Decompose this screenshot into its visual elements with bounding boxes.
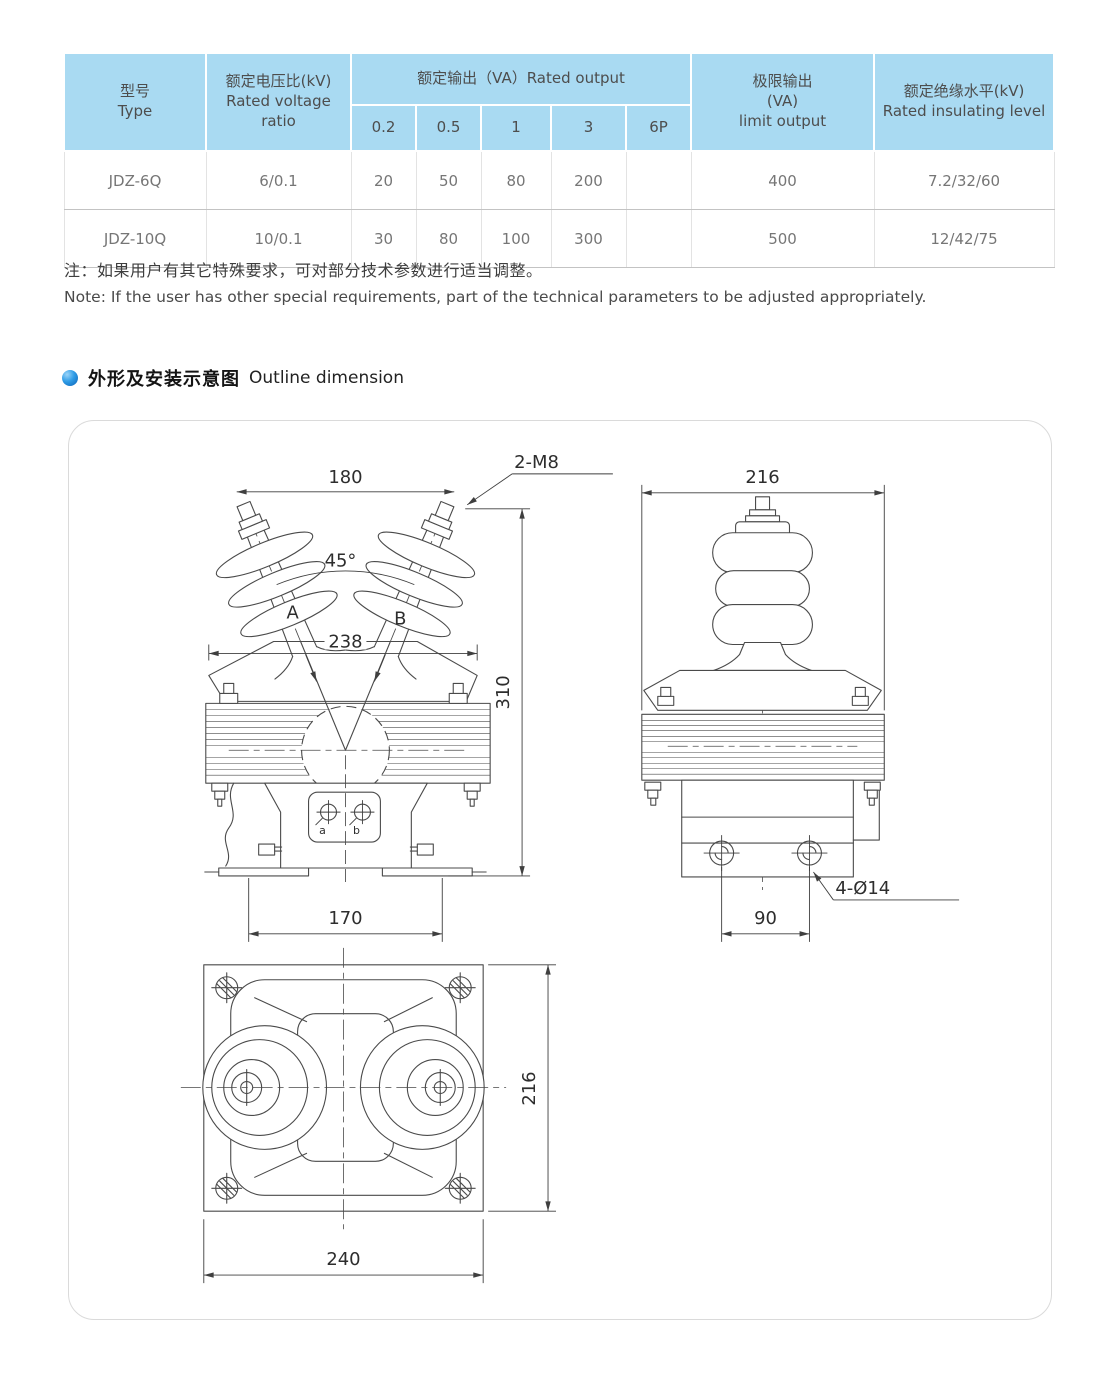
cell-out-1: 80	[480, 150, 552, 210]
terminal-a-label: A	[286, 603, 299, 624]
header-limit-output: 极限输出 (VA) limit output	[690, 52, 876, 152]
header-ratio-zh: 额定电压比(kV)	[225, 72, 332, 91]
cell-out-02: 20	[350, 150, 417, 210]
dim-terminal-spacing: 180	[328, 467, 362, 488]
header-class-6p: 6P	[624, 104, 693, 152]
cell-out-05: 50	[415, 150, 482, 210]
cell-ratio: 10/0.1	[205, 209, 352, 268]
dim-top-width: 238	[328, 631, 362, 652]
outline-drawing-svg: a b 180 2-M8 45°	[180, 452, 960, 1284]
dim-bottom-depth: 216	[519, 1071, 540, 1105]
section-title-en: Outline dimension	[249, 368, 404, 388]
header-limit-unit: (VA)	[766, 92, 799, 111]
dim-bottom-width: 240	[326, 1249, 360, 1270]
cell-type: JDZ-10Q	[63, 209, 207, 268]
header-class-05: 0.5	[415, 104, 482, 152]
terminal-b-label: B	[394, 609, 406, 630]
lv-terminal-a-label: a	[319, 824, 326, 837]
spec-table: 型号 Type 额定电压比(kV) Rated voltage ratio 额定…	[63, 52, 1056, 268]
cell-ratio: 6/0.1	[205, 150, 352, 210]
header-insulation: 额定绝缘水平(kV) Rated insulating level	[873, 52, 1056, 152]
cell-type: JDZ-6Q	[63, 150, 207, 210]
bolt-spec-label: 2-M8	[514, 452, 559, 473]
section-heading: 外形及安装示意图 Outline dimension	[62, 365, 404, 391]
dim-side-width: 216	[745, 467, 779, 488]
insulator-b	[345, 500, 476, 680]
header-type: 型号 Type	[63, 52, 207, 152]
dim-foot-spacing: 170	[328, 908, 362, 929]
corner-holes	[211, 972, 476, 1204]
header-limit-en: limit output	[738, 111, 827, 130]
cell-out-6p	[625, 150, 692, 210]
hole-spec-label: 4-Ø14	[835, 878, 890, 899]
header-limit-zh: 极限输出	[752, 72, 813, 91]
header-class-3: 3	[550, 104, 627, 152]
note-en: Note: If the user has other special requ…	[64, 288, 927, 306]
front-view: a b 180 2-M8 45°	[204, 452, 613, 942]
lv-terminal-b-label: b	[353, 824, 360, 837]
dim-hole-spacing: 90	[754, 908, 777, 929]
side-view: 216	[641, 467, 960, 942]
cell-insul: 12/42/75	[873, 209, 1055, 268]
header-class-1: 1	[480, 104, 552, 152]
sphere-bullet-icon	[62, 370, 78, 386]
table-row: JDZ-6Q 6/0.1 20 50 80 200 400 7.2/32/60	[63, 150, 1055, 210]
angle-label: 45°	[325, 551, 357, 572]
header-class-02: 0.2	[350, 104, 417, 152]
note-zh: 注：如果用户有其它特殊要求，可对部分技术参数进行适当调整。	[64, 261, 543, 280]
dim-height: 310	[493, 675, 514, 709]
outline-drawing-panel: a b 180 2-M8 45°	[68, 420, 1052, 1320]
table-row: JDZ-10Q 10/0.1 30 80 100 300 500 12/42/7…	[63, 209, 1055, 268]
note-block: 注：如果用户有其它特殊要求，可对部分技术参数进行适当调整。 Note: If t…	[64, 257, 926, 306]
header-ratio: 额定电压比(kV) Rated voltage ratio	[205, 52, 352, 152]
cell-insul: 7.2/32/60	[873, 150, 1055, 210]
section-title-zh: 外形及安装示意图	[88, 369, 240, 390]
bottom-view: 216 240	[180, 947, 557, 1284]
header-insulation-zh: 额定绝缘水平(kV)	[903, 82, 1025, 101]
header-rated-output: 额定输出（VA）Rated output	[349, 52, 693, 106]
header-type-en: Type	[117, 102, 153, 120]
cell-out-05: 80	[415, 209, 482, 268]
cell-out-3: 200	[550, 150, 627, 210]
header-type-zh: 型号	[119, 82, 150, 101]
cell-limit: 400	[690, 150, 875, 210]
header-insulation-en: Rated insulating level	[882, 102, 1046, 120]
header-ratio-en: Rated voltage ratio	[226, 92, 331, 130]
cell-out-6p	[625, 209, 692, 268]
